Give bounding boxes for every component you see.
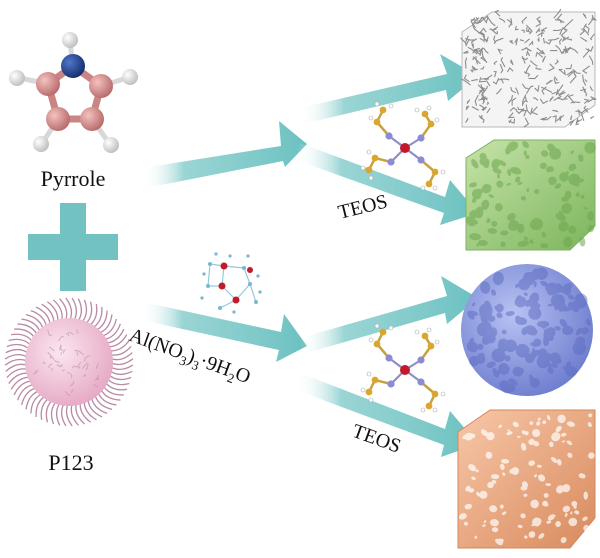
arrow-lower-orange	[296, 373, 478, 457]
p123-label: P123	[48, 450, 93, 475]
arrow-upper-gray	[300, 54, 478, 124]
arrow-lower-blue	[300, 276, 478, 354]
pyrrole-label: Pyrrole	[41, 166, 106, 191]
teos-molecule-icon	[360, 101, 446, 191]
orange-material	[457, 409, 596, 549]
arrow-main-bottom	[141, 302, 307, 362]
al-sub-b: 3	[190, 357, 201, 373]
al-sub-2: 2	[225, 370, 236, 386]
al-o: O	[232, 363, 253, 389]
teos-molecule-icon	[360, 323, 446, 413]
arrow-upper-green	[296, 143, 478, 225]
gray-mesh-material	[460, 8, 598, 128]
aluminum-nitrate-crystal-icon	[200, 252, 262, 314]
blue-sphere-material	[461, 264, 593, 396]
p123-micelle-icon	[4, 297, 134, 427]
teos-label-top: TEOS	[336, 190, 390, 223]
al-sub-a: 3	[177, 352, 188, 368]
green-material	[465, 139, 596, 251]
plus-icon	[28, 203, 118, 291]
al-main: Al(NO	[126, 324, 186, 364]
pyrrole-molecule-icon	[9, 32, 138, 153]
arrow-main-top	[143, 121, 307, 188]
